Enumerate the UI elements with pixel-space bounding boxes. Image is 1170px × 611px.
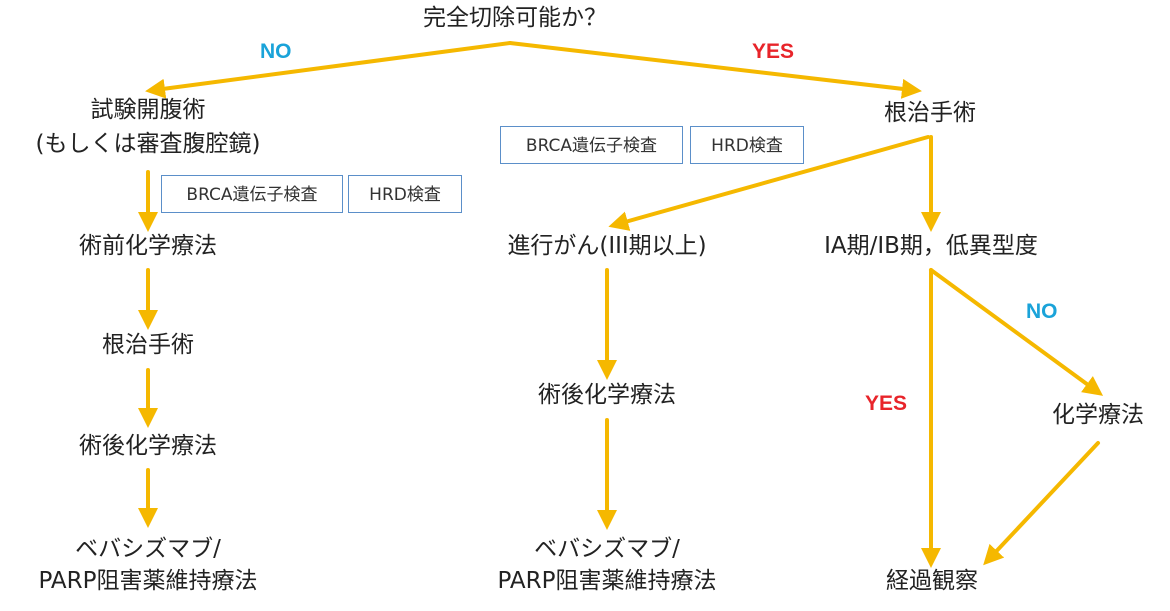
hrd-test-box-mid: HRD検査 [690,126,804,164]
laparoscopy-note: (もしくは審査腹腔鏡) [35,131,261,157]
right-radical-surgery: 根治手術 [884,100,976,126]
mid-maintenance-line1: ベバシズマブ/ [534,536,680,562]
left-maintenance-line2: PARP阻害薬維持療法 [38,568,258,594]
left-postop-chemo: 術後化学療法 [79,433,217,459]
mid-maintenance-line2: PARP阻害薬維持療法 [497,568,717,594]
arrow-early-to-chemo [929,268,1104,396]
neoadjuvant-chemo: 術前化学療法 [79,233,217,259]
label-no-top: NO [260,40,292,63]
mid-postop-chemo: 術後化学療法 [538,382,676,408]
brca-test-box-mid: BRCA遺伝子検査 [500,126,683,164]
arrow-root-to-right [508,41,922,99]
early-stage: IA期/IB期，低異型度 [824,233,1038,259]
hrd-test-box-left: HRD検査 [348,175,462,213]
brca-test-box-left: BRCA遺伝子検査 [161,175,343,213]
label-yes-right: YES [865,392,908,415]
left-radical-surgery: 根治手術 [102,332,194,358]
arrow-surgery-to-advanced [608,135,930,231]
arrow-chemo-to-observe [983,441,1100,566]
chemotherapy: 化学療法 [1052,402,1144,428]
advanced-cancer: 進行がん(III期以上) [507,233,707,259]
left-maintenance-line1: ベバシズマブ/ [75,536,221,562]
laparotomy-title: 試験開腹術 [90,97,206,123]
observation: 経過観察 [886,568,978,594]
root-question: 完全切除可能か？ [423,5,607,31]
arrow-root-to-left [145,41,512,99]
label-no-right: NO [1026,300,1058,323]
label-yes-top: YES [752,40,795,63]
